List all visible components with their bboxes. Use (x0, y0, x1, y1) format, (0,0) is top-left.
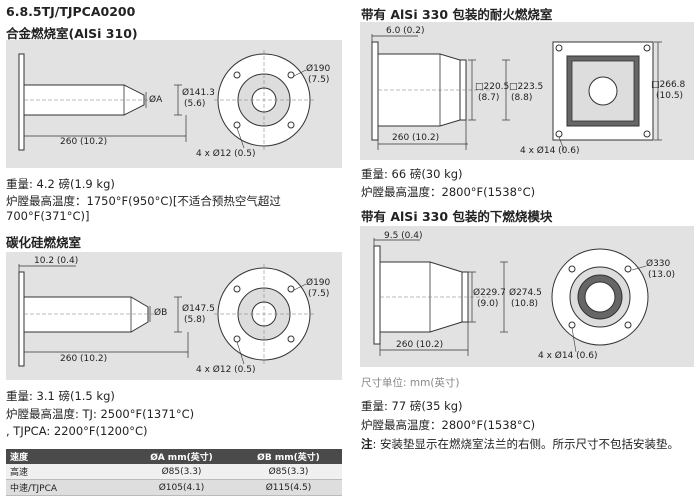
downfire-d1-in: (9.0) (477, 299, 499, 309)
sic-mid-diam: Ø147.5 (182, 304, 215, 314)
downfire-d2: Ø274.5 (509, 288, 542, 298)
refractory-temp: 炉膛最高温度：2800°F(1538°C) (361, 185, 536, 199)
sic-b-label: ØB (154, 308, 168, 318)
alloy-temp-2: 700°F(371°C)] (6, 209, 90, 223)
note-label: 注 (361, 437, 373, 451)
alloy-temp-1: 炉膛最高温度：1750°F(950°C)[不适合预热空气超过 (6, 194, 281, 208)
downfire-drawing (373, 238, 649, 356)
sic-outer-diam: Ø190 (306, 278, 331, 288)
sic-weight: 重量: 3.1 磅(1.5 kg) (6, 389, 115, 403)
table-cell: Ø105(4.1) (128, 479, 235, 496)
downfire-outer: Ø330 (646, 259, 671, 269)
speed-diameter-table: 速度 ØA mm(英寸) ØB mm(英寸) 高速 Ø85(3.3) Ø85(3… (6, 449, 342, 496)
table-cell: Ø115(4.5) (235, 479, 342, 496)
refractory-sq1: □220.5 (475, 82, 510, 92)
downfire-d2-in: (10.8) (511, 299, 539, 309)
alloy-title: 合金燃烧室(AlSi 310) (6, 26, 138, 41)
sic-drawing (18, 264, 314, 367)
table-row: 中速/TJPCA Ø105(4.1) Ø115(4.5) (6, 479, 342, 496)
sic-length: 260 (10.2) (60, 354, 108, 364)
sic-temp-2: , TJPCA: 2200°F(1200°C) (6, 424, 148, 438)
refractory-sq2: □223.5 (509, 82, 544, 92)
downfire-title: 带有 AlSi 330 包装的下燃烧模块 (361, 209, 553, 224)
downfire-weight: 重量: 77 磅(35 kg) (361, 399, 463, 413)
refractory-sq1-in: (8.7) (478, 93, 500, 103)
section-title: 6.8.5TJ/TJPCA0200 (6, 4, 136, 19)
alloy-weight: 重量: 4.2 磅(1.9 kg) (6, 177, 115, 191)
refractory-drawing (371, 34, 662, 151)
alloy-length: 260 (10.2) (60, 137, 108, 147)
table-row: 高速 Ø85(3.3) Ø85(3.3) (6, 464, 342, 480)
sic-drawing-panel: 10.2 (0.4) ØB Ø147.5 (5.8) 260 (10.2) Ø1… (6, 252, 342, 380)
table-cell: Ø85(3.3) (235, 464, 342, 480)
refractory-drawing-panel: 6.0 (0.2) □220.5 (8.7) □223.5 (8.8) 260 … (360, 22, 694, 160)
table-header-b: ØB mm(英寸) (235, 449, 342, 464)
downfire-temp: 炉膛最高温度：2800°F(1538°C) (361, 418, 536, 432)
sic-temp-1: 炉膛最高温度: TJ: 2500°F(1371°C) (6, 407, 195, 421)
table-header-row: 速度 ØA mm(英寸) ØB mm(英寸) (6, 449, 342, 464)
sic-offset: 10.2 (0.4) (34, 256, 79, 266)
table-header-speed: 速度 (6, 449, 129, 464)
table-cell: 中速/TJPCA (6, 479, 129, 496)
sic-mid-diam-in: (5.8) (184, 315, 206, 325)
downfire-drawing-panel: 9.5 (0.4) Ø229.7 (9.0) Ø274.5 (10.8) 260… (360, 226, 694, 367)
alloy-holes: 4 x Ø12 (0.5) (196, 149, 256, 159)
sic-holes: 4 x Ø12 (0.5) (196, 365, 256, 375)
sic-title: 碳化硅燃烧室 (6, 235, 82, 250)
table-cell: 高速 (6, 464, 129, 480)
mounting-note: 注: 安装垫显示在燃烧室法兰的右侧。所示尺寸不包括安装垫。 (361, 437, 695, 452)
downfire-holes: 4 x Ø14 (0.6) (538, 351, 598, 361)
alloy-drawing-panel: ØA Ø141.3 (5.6) 260 (10.2) Ø190 (7.5) 4 … (6, 40, 342, 168)
refractory-outer: □266.8 (651, 80, 686, 90)
alloy-outer-diam-in: (7.5) (308, 75, 330, 85)
downfire-outer-in: (13.0) (648, 270, 676, 280)
alloy-drawing (18, 50, 314, 151)
downfire-d1: Ø229.7 (473, 288, 506, 298)
refractory-offset: 6.0 (0.2) (386, 26, 425, 36)
alloy-a-label: ØA (149, 95, 163, 105)
table-header-a: ØA mm(英寸) (128, 449, 235, 464)
table-cell: Ø85(3.3) (128, 464, 235, 480)
refractory-outer-in: (10.5) (656, 91, 684, 101)
downfire-offset: 9.5 (0.4) (384, 231, 423, 241)
note-text: : 安装垫显示在燃烧室法兰的右侧。所示尺寸不包括安装垫。 (372, 437, 680, 451)
refractory-length: 260 (10.2) (392, 133, 440, 143)
refractory-title: 带有 AlSi 330 包装的耐火燃烧室 (361, 7, 553, 22)
alloy-mid-diam: Ø141.3 (182, 88, 215, 98)
units-note: 尺寸单位: mm(英寸) (361, 377, 460, 389)
refractory-weight: 重量: 66 磅(30 kg) (361, 167, 463, 181)
sic-outer-diam-in: (7.5) (308, 289, 330, 299)
downfire-length: 260 (10.2) (396, 340, 444, 350)
refractory-sq2-in: (8.8) (511, 93, 533, 103)
alloy-mid-diam-in: (5.6) (184, 99, 206, 109)
alloy-outer-diam: Ø190 (306, 64, 331, 74)
refractory-holes: 4 x Ø14 (0.6) (520, 146, 580, 156)
